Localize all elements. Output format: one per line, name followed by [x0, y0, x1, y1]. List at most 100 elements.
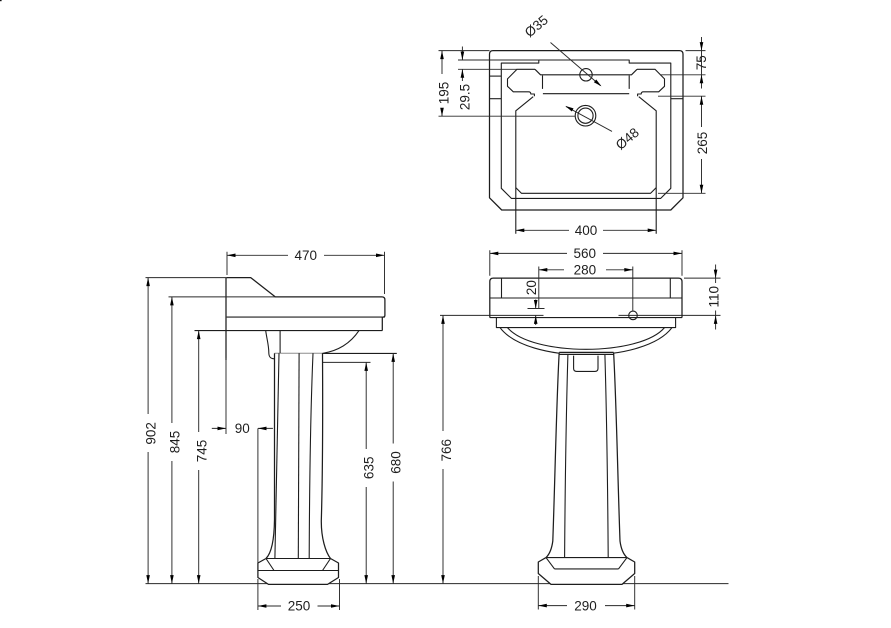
dim-back-to-waste-195: 195	[437, 50, 575, 117]
front-rim-band-outline	[489, 277, 683, 298]
front-pedestal-left-edge	[545, 352, 560, 559]
extension-lines-195	[438, 50, 575, 117]
arrowhead-icon	[647, 228, 657, 233]
side-pedestal-front-crease	[308, 353, 314, 559]
arrowhead-icon	[331, 604, 340, 608]
extension-lines-280	[538, 266, 634, 311]
front-view: 560 280 20 110	[439, 246, 721, 613]
dim-base-width-290: 290	[537, 576, 636, 613]
dim-label-dia48: Ø48	[613, 125, 642, 153]
leader-line-dia48	[565, 106, 613, 132]
dim-label-dia35: Ø35	[522, 12, 551, 40]
plan-inner-rim	[500, 59, 672, 199]
dim-rim-face-110: 110	[684, 264, 721, 330]
arrowhead-icon	[440, 50, 444, 60]
plan-deck-front-edge	[534, 68, 638, 76]
extension-lines-29-5	[458, 59, 539, 70]
side-pedestal-back-crease	[274, 353, 280, 559]
arrowhead-icon	[440, 107, 444, 117]
front-pedestal-right-crease	[604, 354, 609, 558]
arrowhead-icon	[441, 315, 445, 324]
dim-waste-hole-diameter: Ø48	[564, 104, 642, 153]
side-pedestal-front-edge	[320, 353, 332, 559]
arrowhead-icon	[460, 69, 465, 78]
dim-overall-height-902: 902	[143, 277, 227, 584]
dim-depth-470: 470	[226, 248, 385, 294]
side-bowl-underside-curve	[322, 330, 360, 354]
side-pedestal-back-edge	[265, 353, 276, 559]
arrowhead-icon	[258, 426, 267, 431]
arrowhead-icon	[364, 575, 368, 584]
front-pedestal-left-crease	[564, 354, 569, 558]
side-pedestal-middle-crease	[297, 353, 300, 559]
front-plinth-outline	[537, 557, 636, 586]
arrowhead-icon	[376, 253, 385, 258]
plan-bowl-right-wall	[638, 96, 657, 234]
dim-underside-height-745: 745	[194, 330, 209, 584]
arrowhead-icon	[593, 79, 603, 88]
dim-label-635: 635	[361, 457, 376, 480]
plan-tap-hole	[579, 68, 593, 82]
arrowhead-icon	[713, 315, 718, 324]
dim-label-902: 902	[143, 422, 158, 445]
front-pedestal-recess	[573, 355, 599, 372]
dim-label-280: 280	[574, 263, 597, 278]
plan-right-ledge	[637, 68, 666, 97]
extension-lines-265	[658, 95, 706, 194]
arrowhead-icon	[391, 353, 395, 362]
arrowhead-icon	[626, 603, 635, 608]
side-basin-outline	[225, 276, 386, 360]
dim-tap-centres-280: 280	[538, 263, 634, 311]
dim-waste-to-front-265: 265	[658, 95, 710, 194]
dim-label-400: 400	[575, 223, 598, 238]
side-view: 470 902 845 745	[143, 248, 729, 614]
front-bowl-outer-curve	[499, 327, 673, 356]
arrowhead-icon	[441, 575, 445, 584]
dim-label-845: 845	[167, 431, 182, 454]
front-pedestal-plinth	[537, 557, 636, 586]
arrowhead-icon	[170, 575, 174, 584]
dim-label-745: 745	[194, 440, 209, 463]
dim-label-29-5: 29.5	[458, 84, 473, 110]
arrowhead-icon	[227, 253, 236, 258]
arrowhead-icon	[515, 228, 525, 233]
plan-waste-hole-inner	[577, 107, 594, 124]
arrowhead-icon	[624, 268, 633, 272]
front-pedestal-top-edges	[559, 351, 614, 356]
arrowhead-icon	[538, 603, 547, 608]
arrowhead-icon	[533, 300, 538, 309]
side-pedestal-plinth	[257, 557, 340, 586]
arrowhead-icon	[257, 604, 267, 608]
front-flange	[495, 317, 677, 329]
extension-lines-250	[257, 579, 340, 610]
leader-line-dia35	[550, 42, 601, 86]
front-plinth-facets	[545, 557, 628, 570]
front-bowl-inner-curve	[507, 327, 665, 350]
arrowhead-icon	[391, 575, 395, 584]
extension-lines-290	[537, 576, 636, 610]
side-plinth-outline	[257, 557, 340, 586]
extension-lines-560	[489, 250, 683, 276]
extension-lines-90	[225, 358, 259, 563]
dim-pedestal-height-680: 680	[389, 353, 404, 584]
dim-clearance-90: 90	[211, 358, 273, 563]
dim-shelf-height-635: 635	[361, 362, 376, 584]
dim-label-766: 766	[439, 439, 454, 462]
dim-base-depth-250: 250	[257, 579, 340, 614]
arrowhead-icon	[538, 268, 548, 272]
arrowhead-icon	[489, 251, 499, 256]
arrowhead-icon	[699, 96, 704, 105]
dim-rim-step-29-5: 29.5	[458, 46, 539, 110]
arrowhead-icon	[699, 74, 704, 84]
plan-deck-underside	[541, 75, 630, 95]
arrowhead-icon	[673, 251, 682, 256]
arrowhead-icon	[699, 42, 704, 51]
arrowhead-icon	[699, 184, 704, 194]
dim-label-470: 470	[295, 248, 318, 263]
dim-rim-height-845: 845	[167, 296, 276, 584]
dim-label-560: 560	[574, 246, 597, 261]
dim-width-560: 560	[489, 246, 683, 276]
arrowhead-icon	[217, 426, 226, 431]
